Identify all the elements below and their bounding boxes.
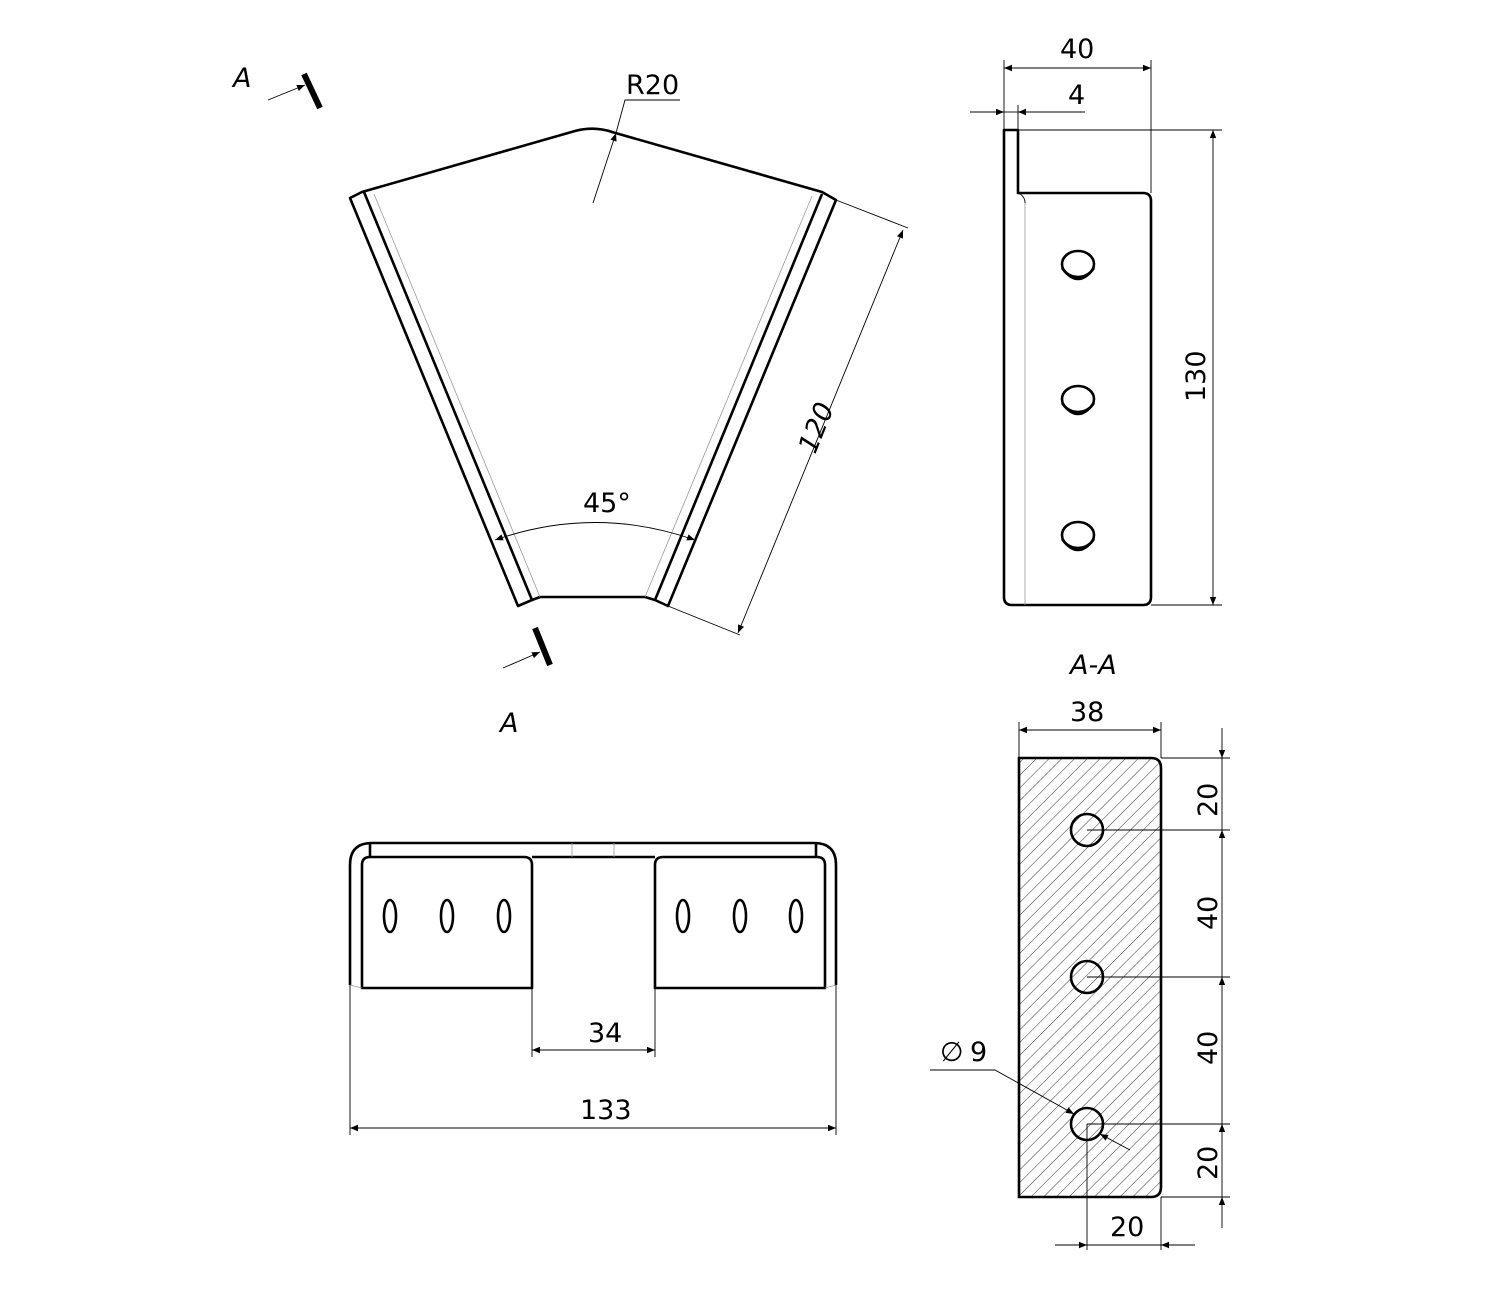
hatched-section <box>1017 756 1163 1199</box>
spacing-label-2: 40 <box>1193 896 1224 930</box>
side-view: 40 4 130 <box>970 34 1222 607</box>
spacing-label-1: 20 <box>1193 783 1224 817</box>
spacing-label-4: 20 <box>1193 1146 1224 1180</box>
overall-width-label: 133 <box>580 1095 632 1126</box>
thickness-label: 4 <box>1068 80 1085 111</box>
section-marker-top: A <box>231 63 251 94</box>
length-label: 120 <box>793 398 841 457</box>
section-title: A-A <box>1068 650 1117 681</box>
height-label: 130 <box>1181 350 1212 402</box>
section-width-label: 38 <box>1070 697 1104 728</box>
diameter-value: 9 <box>970 1037 987 1068</box>
section-cut-line-bottom <box>532 626 553 667</box>
angle-label: 45° <box>583 488 631 519</box>
diameter-symbol: ∅ <box>940 1037 964 1068</box>
gap-label: 34 <box>588 1018 622 1049</box>
top-view: R20 120 45° A <box>231 63 909 669</box>
front-view: A 34 133 <box>348 708 838 1135</box>
radius-label: R20 <box>626 70 679 101</box>
section-view: A-A 38 20 40 40 20 20 ∅ 9 <box>930 650 1230 1250</box>
side-holes <box>1060 249 1096 552</box>
spacing-label-3: 40 <box>1193 1031 1224 1065</box>
view-label-a: A <box>498 708 518 739</box>
section-cut-line-top <box>301 72 323 110</box>
front-slots <box>382 898 804 934</box>
hole-offset-label: 20 <box>1110 1212 1144 1243</box>
side-width-label: 40 <box>1060 34 1094 65</box>
